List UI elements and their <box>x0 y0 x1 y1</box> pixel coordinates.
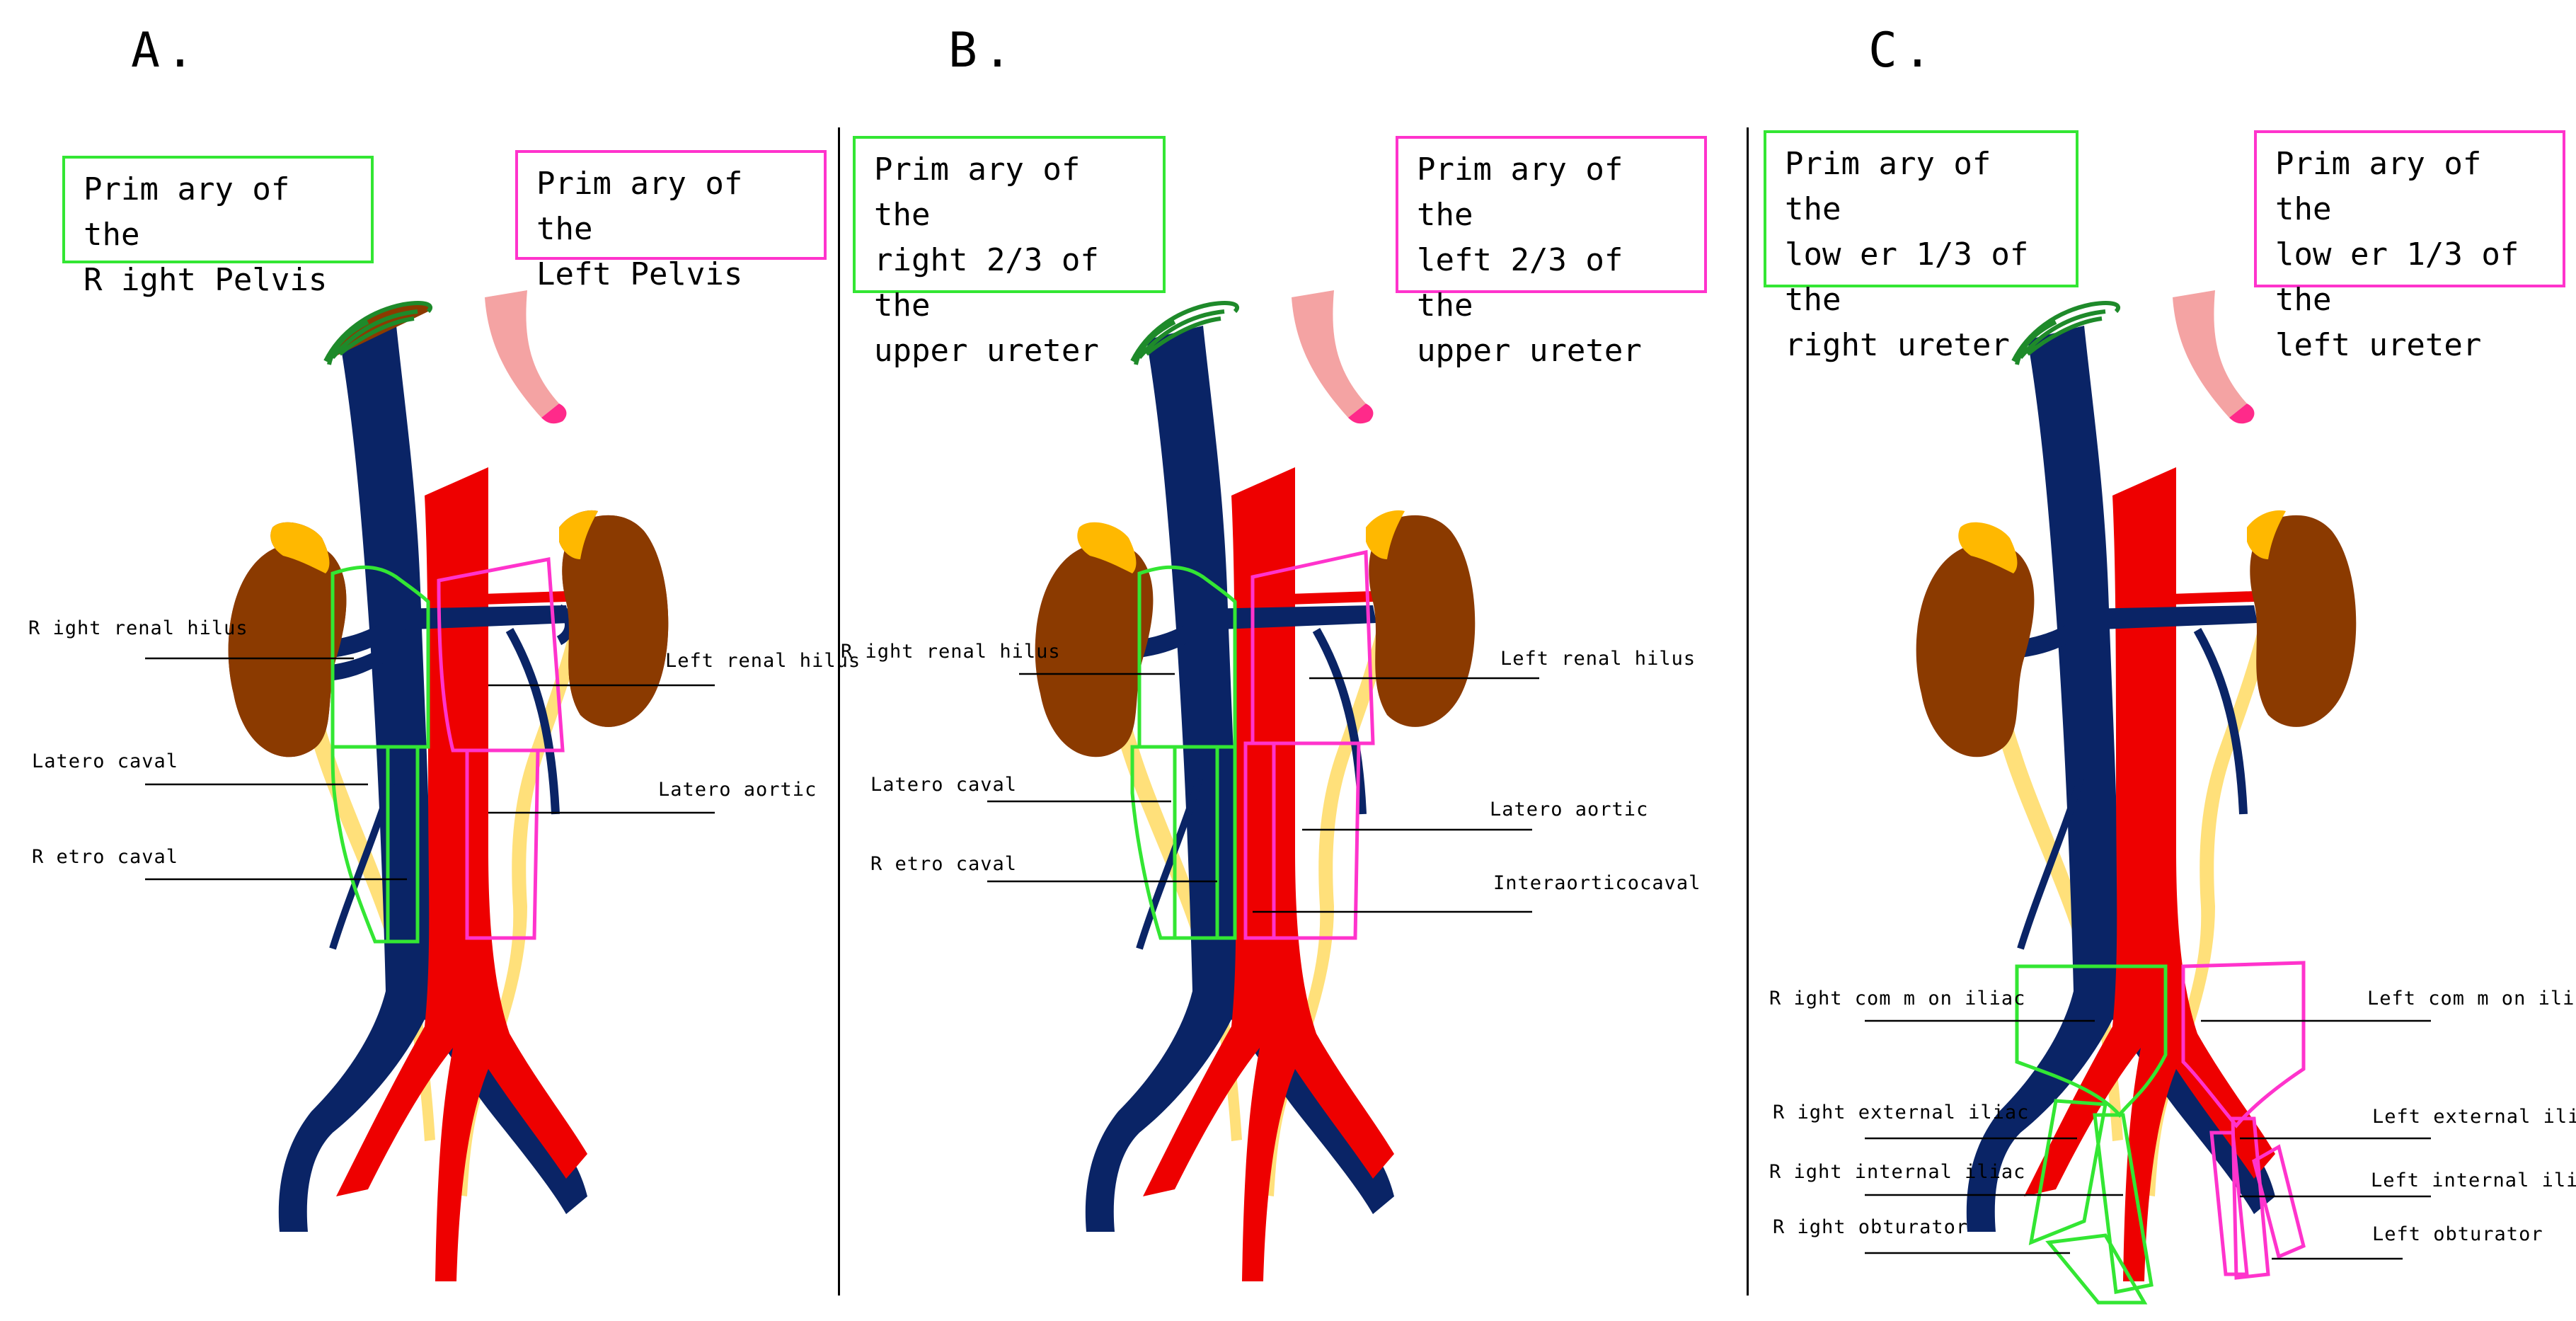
label-a-latero-caval: Latero caval <box>32 750 179 772</box>
left-renal-vein <box>396 605 570 630</box>
box-primary-lower-right-ureter: Prim ary of the low er 1/3 of the right … <box>1764 130 2078 363</box>
label-c-left-common-iliac: Left com m on iliac <box>2367 988 2576 1010</box>
renal-loop-left <box>556 604 575 646</box>
green-region-b <box>1130 565 1237 940</box>
label-b-latero-aortic: Latero aortic <box>1490 799 1649 820</box>
left-adrenal-a <box>559 510 598 559</box>
diaphragm-a <box>323 301 432 365</box>
left-renal-artery <box>460 591 566 605</box>
right-kidney-a <box>228 543 347 757</box>
box-primary-lower-left-ureter: Prim ary of the low er 1/3 of the left u… <box>2254 130 2565 363</box>
right-ureter <box>299 602 435 1141</box>
label-c-left-external-iliac: Left external iliac <box>2372 1106 2576 1128</box>
magenta-region-b <box>1243 549 1375 940</box>
label-c-right-obturator: R ight obturator <box>1773 1216 1969 1238</box>
label-b-right-renal-hilus: R ight renal hilus <box>841 641 1061 663</box>
label-c-right-common-iliac: R ight com m on iliac <box>1769 988 2026 1010</box>
box-primary-right-upper-ureter: Prim ary of the right 2/3 of the upper u… <box>853 136 1166 369</box>
panel-divider-2 <box>1747 127 1749 1296</box>
green-region-a <box>330 565 430 944</box>
magenta-region-c <box>2181 961 2306 1280</box>
label-b-retro-caval: R etro caval <box>870 853 1018 875</box>
right-adrenal-a <box>270 522 330 573</box>
magenta-region-a <box>437 557 565 940</box>
esophagus-a <box>485 290 559 418</box>
leader-lines <box>145 657 2431 1260</box>
label-a-retro-caval: R etro caval <box>32 846 179 868</box>
panel-letter-c: C. <box>1868 23 1938 79</box>
green-region-c <box>2015 964 2168 1305</box>
left-kidney-a <box>562 515 669 727</box>
panel-b-anatomy <box>1035 290 1476 1281</box>
right-renal-vein <box>326 623 386 658</box>
box-primary-left-upper-ureter: Prim ary of the left 2/3 of the upper ur… <box>1396 136 1707 369</box>
box-primary-left-pelvis: Prim ary of the Left Pelvis <box>515 150 827 292</box>
label-b-left-renal-hilus: Left renal hilus <box>1500 648 1696 670</box>
box-primary-right-pelvis: Prim ary of the R ight Pelvis <box>62 156 374 298</box>
label-a-right-renal-hilus: R ight renal hilus <box>28 617 248 639</box>
gonadal-vein-right <box>329 777 396 950</box>
label-b-latero-caval: Latero caval <box>870 774 1018 796</box>
aorta <box>336 467 587 1281</box>
panel-a-anatomy <box>278 326 591 1281</box>
label-c-right-external-iliac: R ight external iliac <box>1773 1102 2030 1123</box>
label-c-left-internal-iliac: Left internal iliac <box>2371 1170 2576 1191</box>
panel-letter-a: A. <box>131 23 200 79</box>
right-renal-vein-2 <box>327 648 386 681</box>
label-c-right-internal-iliac: R ight internal iliac <box>1769 1161 2026 1183</box>
label-a-latero-aortic: Latero aortic <box>658 779 817 801</box>
gonadal-vein-left <box>505 628 560 815</box>
panel-c-anatomy <box>1916 290 2357 1305</box>
esophagus-end-a <box>541 404 567 424</box>
label-c-left-obturator: Left obturator <box>2372 1223 2543 1245</box>
label-a-left-renal-hilus: Left renal hilus <box>665 650 861 672</box>
panel-letter-b: B. <box>948 23 1018 79</box>
panel-divider-1 <box>838 127 840 1296</box>
label-b-interaorticocaval: Interaorticocaval <box>1493 872 1701 894</box>
